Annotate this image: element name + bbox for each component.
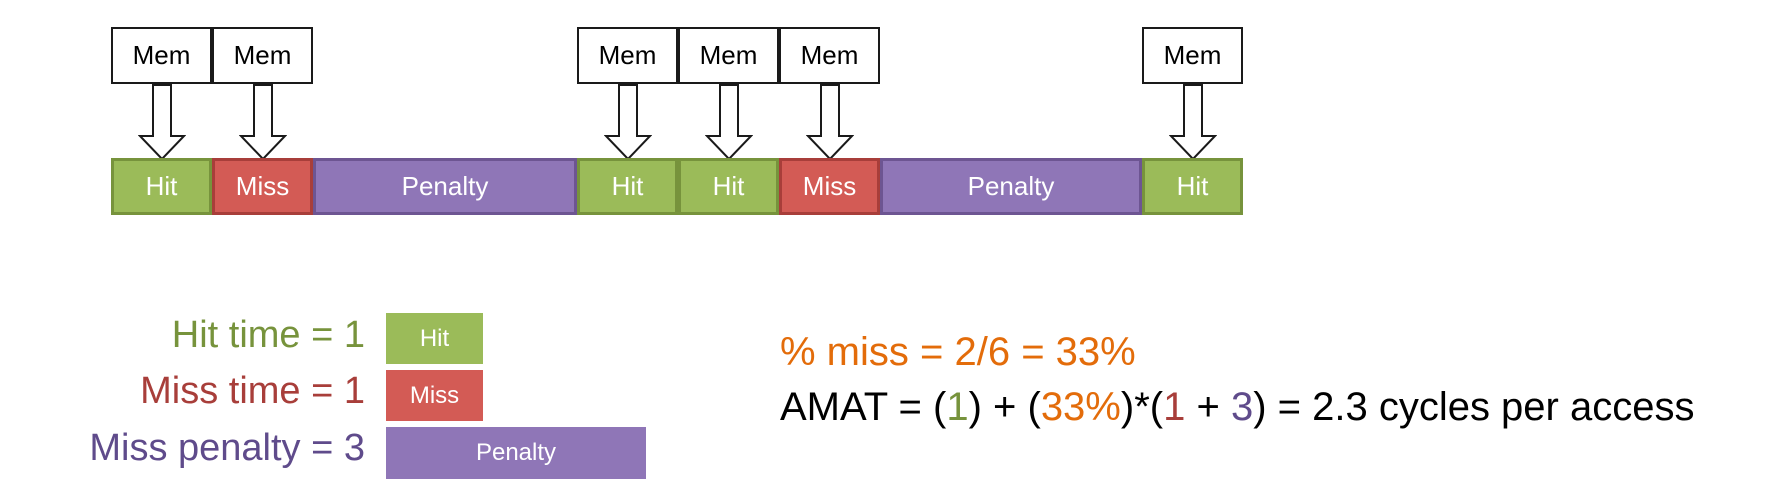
down-arrow-icon: [239, 84, 287, 160]
mem-access-box: Mem: [577, 27, 678, 84]
timeline-hit-segment: Hit: [577, 158, 678, 215]
amat-formula: AMAT = (1) + (33%)*(1 + 3) = 2.3 cycles …: [780, 385, 1694, 430]
amat-suffix: ) = 2.3 cycles per access: [1253, 385, 1695, 429]
mem-access-box: Mem: [779, 27, 880, 84]
timeline-penalty-segment: Penalty: [313, 158, 577, 215]
down-arrow-icon: [604, 84, 652, 160]
miss-rate-formula: % miss = 2/6 = 33%: [780, 330, 1136, 374]
amat-mid2: )*(: [1120, 385, 1164, 429]
legend-miss-box: Miss: [383, 367, 486, 424]
legend-hit-box: Hit: [383, 310, 486, 367]
amat-miss-time-term: 1: [1163, 385, 1186, 429]
amat-prefix: AMAT = (: [780, 385, 947, 429]
legend-penalty-box: Penalty: [383, 424, 649, 482]
down-arrow-icon: [138, 84, 186, 160]
amat-hit-term: 1: [946, 385, 969, 429]
mem-access-box: Mem: [212, 27, 313, 84]
timeline-hit-segment: Hit: [1142, 158, 1243, 215]
down-arrow-icon: [806, 84, 854, 160]
amat-mid1: ) + (: [968, 385, 1041, 429]
timeline-miss-segment: Miss: [212, 158, 313, 215]
legend-miss-penalty-label: Miss penalty = 3: [89, 427, 365, 469]
legend-miss-time-label: Miss time = 1: [140, 370, 365, 412]
timeline-hit-segment: Hit: [678, 158, 779, 215]
timeline-hit-segment: Hit: [111, 158, 212, 215]
amat-plus: +: [1185, 385, 1231, 429]
mem-access-box: Mem: [111, 27, 212, 84]
down-arrow-icon: [1169, 84, 1217, 160]
mem-access-box: Mem: [678, 27, 779, 84]
down-arrow-icon: [705, 84, 753, 160]
amat-miss-rate-term: 33%: [1040, 385, 1121, 429]
mem-access-box: Mem: [1142, 27, 1243, 84]
legend-hit-time-label: Hit time = 1: [171, 314, 365, 356]
timeline-miss-segment: Miss: [779, 158, 880, 215]
timeline-penalty-segment: Penalty: [880, 158, 1142, 215]
amat-penalty-term: 3: [1230, 385, 1254, 429]
